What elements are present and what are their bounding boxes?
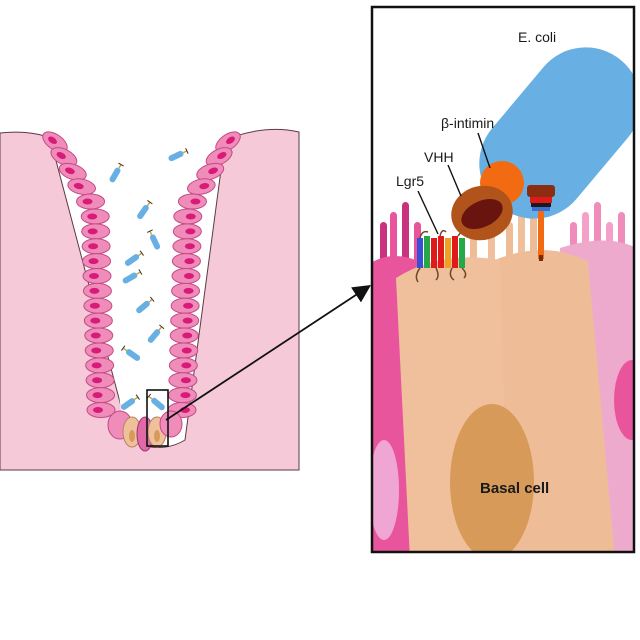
epithelial-cell (83, 312, 113, 329)
epithelial-cell (86, 402, 116, 418)
ecoli-label: E. coli (518, 29, 556, 45)
epithelial-cell (76, 193, 106, 210)
bacterium-icon (109, 162, 124, 183)
epithelial-cell (50, 147, 78, 167)
epithelial-cell (86, 387, 116, 404)
epithelial-cell (167, 387, 197, 404)
epithelial-cell (168, 372, 198, 389)
vhh-nanobody (451, 185, 513, 241)
crypt-wall-left (42, 131, 116, 418)
epithelial-cell (67, 178, 96, 195)
lgr5-receptor (415, 229, 467, 283)
epithelial-cell (169, 342, 199, 359)
epithelial-cell (84, 327, 114, 344)
microvillus (402, 202, 409, 272)
basal-cell-nucleus (450, 404, 534, 552)
epithelial-cell (58, 162, 87, 181)
epithelial-cell (171, 253, 201, 270)
neighbour-cell-right-inner (614, 360, 634, 440)
epithelial-cell (83, 297, 113, 314)
epithelial-cell (81, 223, 111, 240)
bacterium-icon (122, 269, 143, 284)
epithelial-cell (168, 357, 198, 374)
crypt-base-cells (107, 410, 183, 452)
epithelial-cell (187, 178, 216, 195)
crypt-wall-right (167, 131, 241, 418)
epithelial-cell (81, 238, 111, 255)
epithelial-cell (172, 223, 202, 240)
lgr5-label: Lgr5 (396, 173, 424, 189)
epithelial-cell (196, 162, 225, 181)
epithelial-cell (85, 372, 115, 389)
lgr5-leader-line (417, 190, 439, 235)
epithelial-cell (215, 131, 241, 153)
epithelial-cell (85, 357, 115, 374)
epithelial-cell (82, 268, 112, 284)
epithelial-cell (169, 327, 199, 344)
bacterium-icon (121, 345, 141, 361)
epithelial-cell (171, 282, 201, 299)
bacterium-icon (120, 394, 140, 410)
zoom-panel-border (370, 5, 636, 554)
epithelial-cell (82, 282, 112, 299)
epithelial-cell (171, 268, 201, 284)
epithelial-cell (205, 147, 233, 167)
bacterium-icon (168, 147, 189, 162)
bacterium-icon (124, 250, 144, 266)
intimin-label: β-intimin (441, 115, 494, 131)
epithelial-cell (170, 297, 200, 314)
lumen-bacteria (109, 147, 189, 411)
vhh-label: VHH (424, 149, 454, 165)
intimin-leader-line (477, 132, 491, 169)
neighbour-cell-left-inner (372, 440, 399, 540)
zoom-panel: E. coli β-intimin VHH Lgr5 Basal cell (372, 7, 634, 552)
epithelial-cell (173, 208, 203, 225)
crypt-tissue (0, 128, 300, 471)
epithelial-cell (172, 238, 202, 255)
epithelial-cell (42, 131, 68, 153)
bacterium-icon (147, 324, 165, 343)
epithelial-cell (80, 208, 110, 225)
tissue-background (0, 128, 300, 471)
epithelial-cell (82, 253, 112, 270)
bacterium-icon (136, 296, 155, 314)
epithelial-cell (170, 312, 200, 329)
epithelial-cell (177, 193, 207, 210)
basal-cell-label: Basal cell (480, 480, 549, 497)
epithelial-cell (84, 342, 114, 359)
bacterium-icon (137, 200, 153, 220)
bacterium-icon (146, 229, 161, 250)
vhh-leader-line (447, 164, 462, 197)
zoom-arrow-icon (165, 285, 372, 421)
